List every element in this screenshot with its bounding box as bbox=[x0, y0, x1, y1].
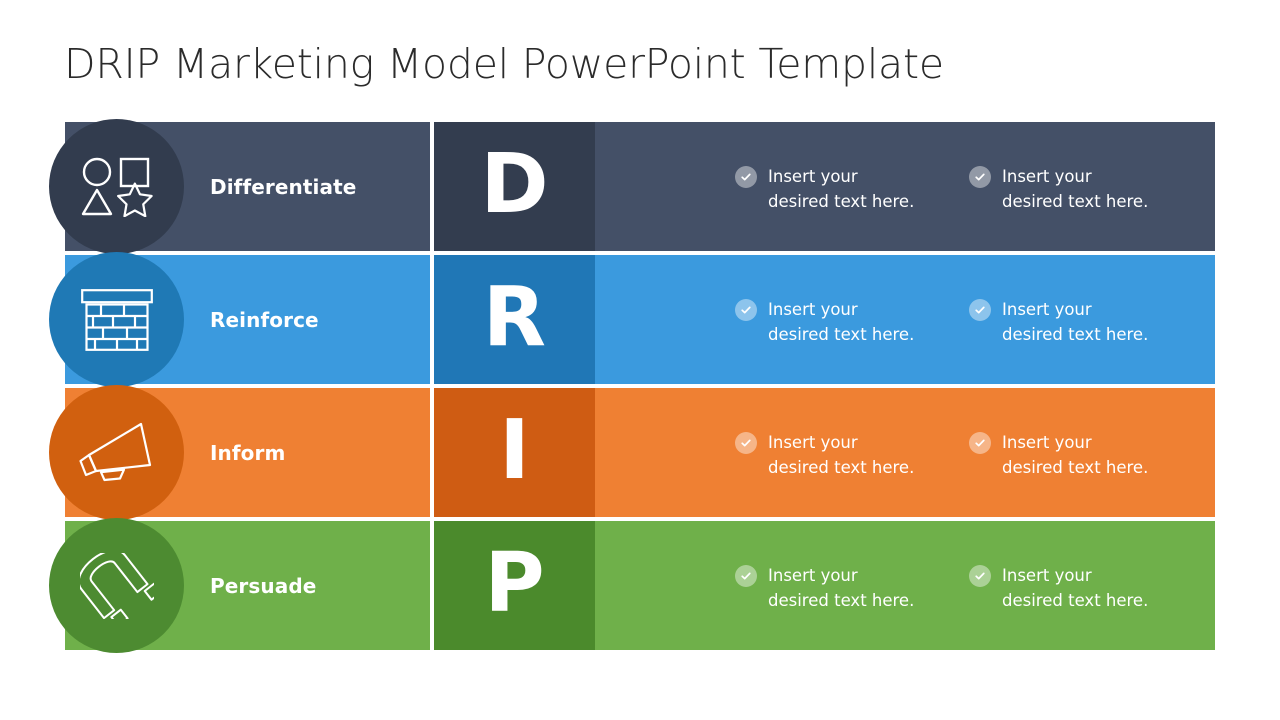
row-band bbox=[65, 521, 1215, 650]
letter-block-i: I bbox=[430, 388, 595, 517]
magnet-icon bbox=[79, 552, 154, 619]
check-circle-icon bbox=[969, 299, 991, 321]
column-divider bbox=[430, 388, 434, 517]
check-circle-icon bbox=[969, 166, 991, 188]
letter-block-r: R bbox=[430, 255, 595, 384]
check-circle-icon bbox=[735, 565, 757, 587]
check-circle-icon bbox=[735, 166, 757, 188]
row-band bbox=[65, 255, 1215, 384]
drip-rows-container: D Differentiate I bbox=[49, 119, 1215, 653]
column-divider bbox=[430, 521, 434, 650]
brick-wall-icon bbox=[80, 288, 153, 351]
drip-row-differentiate[interactable]: D Differentiate I bbox=[49, 119, 1215, 254]
megaphone-icon bbox=[78, 421, 155, 485]
shapes-icon bbox=[80, 157, 154, 217]
drip-row-persuade[interactable]: P Persuade bbox=[49, 518, 1215, 653]
check-circle-icon bbox=[969, 432, 991, 454]
column-divider bbox=[430, 122, 434, 251]
row-band bbox=[65, 122, 1215, 251]
column-divider bbox=[430, 255, 434, 384]
letter-glyph: I bbox=[499, 402, 530, 498]
icon-circle-differentiate bbox=[49, 119, 184, 254]
page-title: DRIP Marketing Model PowerPoint Template bbox=[64, 40, 944, 88]
icon-circle-reinforce bbox=[49, 252, 184, 387]
icon-circle-inform bbox=[49, 385, 184, 520]
drip-row-reinforce[interactable]: R Reinforce bbox=[49, 252, 1215, 387]
check-circle-icon bbox=[735, 299, 757, 321]
check-circle-icon bbox=[735, 432, 757, 454]
letter-block-d: D bbox=[430, 122, 595, 251]
row-label-reinforce: Reinforce bbox=[210, 307, 319, 332]
row-label-inform: Inform bbox=[210, 440, 286, 465]
letter-glyph: P bbox=[484, 535, 545, 631]
row-label-differentiate: Differentiate bbox=[210, 174, 357, 199]
letter-glyph: R bbox=[482, 269, 547, 365]
icon-circle-persuade bbox=[49, 518, 184, 653]
letter-block-p: P bbox=[430, 521, 595, 650]
check-circle-icon bbox=[969, 565, 991, 587]
letter-glyph: D bbox=[480, 136, 549, 232]
row-label-persuade: Persuade bbox=[210, 573, 317, 598]
row-band bbox=[65, 388, 1215, 517]
